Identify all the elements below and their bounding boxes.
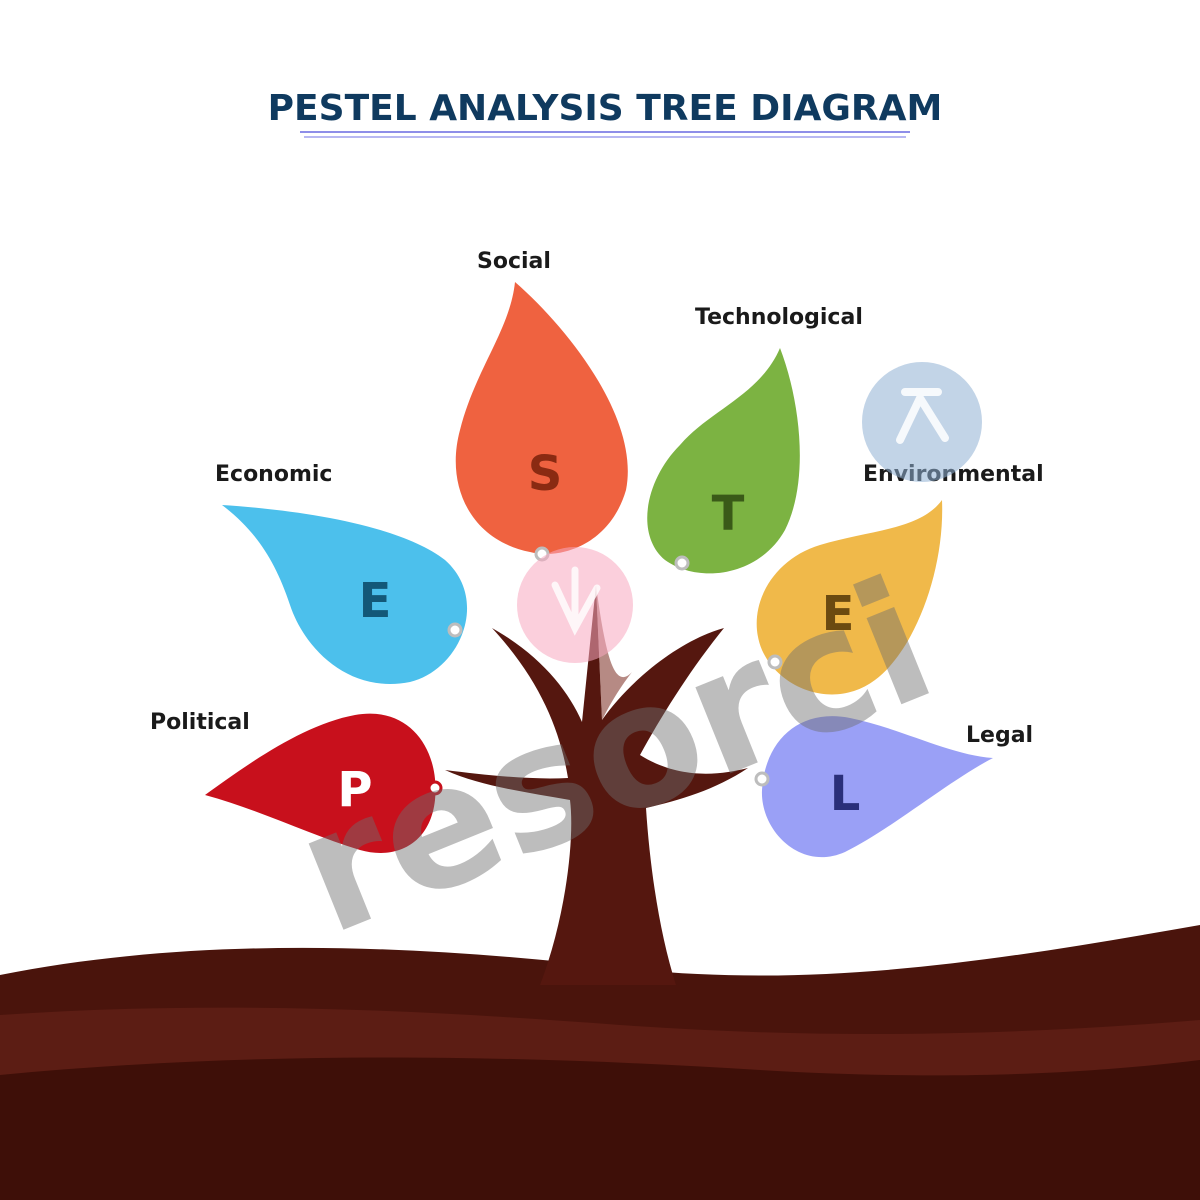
leaf-legal-connector bbox=[754, 771, 770, 787]
leaf-legal-shape bbox=[761, 716, 993, 858]
leaf-technological-letter: T bbox=[712, 486, 745, 542]
leaf-political-shape bbox=[205, 713, 436, 853]
leaf-social[interactable]: S bbox=[455, 282, 628, 562]
tree-branch-highlight bbox=[596, 585, 632, 720]
leaf-political-letter: P bbox=[337, 762, 372, 818]
leaf-legal-letter: L bbox=[830, 766, 861, 822]
leaf-economic-letter: E bbox=[359, 573, 392, 629]
leaf-technological-connector bbox=[674, 555, 690, 571]
leaf-technological[interactable]: T bbox=[647, 348, 800, 574]
label-economic: Economic bbox=[215, 462, 332, 487]
tree-trunk bbox=[445, 585, 748, 985]
title-group: PESTEL ANALYSIS TREE DIAGRAM bbox=[268, 88, 943, 138]
leaf-environmental-letter: E bbox=[822, 586, 855, 642]
leaf-environmental[interactable]: E bbox=[756, 500, 943, 695]
leaf-environmental-shape bbox=[756, 500, 943, 695]
label-legal: Legal bbox=[966, 723, 1033, 748]
leaf-social-shape bbox=[455, 282, 628, 555]
leaf-social-letter: S bbox=[528, 446, 563, 502]
leaf-technological-shape bbox=[647, 348, 800, 574]
leaf-political[interactable]: P bbox=[205, 713, 443, 853]
leaf-economic-shape bbox=[222, 505, 468, 685]
leaf-legal[interactable]: L bbox=[754, 716, 993, 858]
label-technological: Technological bbox=[695, 305, 863, 330]
leaf-environmental-connector bbox=[767, 654, 783, 670]
watermark-blue-dot bbox=[862, 362, 982, 482]
tree bbox=[445, 585, 748, 985]
leaf-economic[interactable]: E bbox=[222, 505, 468, 685]
watermark-arrow-up-icon bbox=[896, 388, 949, 444]
page-title: PESTEL ANALYSIS TREE DIAGRAM bbox=[268, 88, 943, 129]
label-social: Social bbox=[477, 249, 551, 274]
label-political: Political bbox=[150, 710, 250, 735]
watermark-arrow-down-icon bbox=[551, 566, 601, 636]
leaf-economic-connector bbox=[447, 622, 463, 638]
leaves: S T E E P L bbox=[205, 282, 993, 858]
ground-front bbox=[0, 1057, 1200, 1200]
leaf-political-connector bbox=[427, 780, 443, 796]
